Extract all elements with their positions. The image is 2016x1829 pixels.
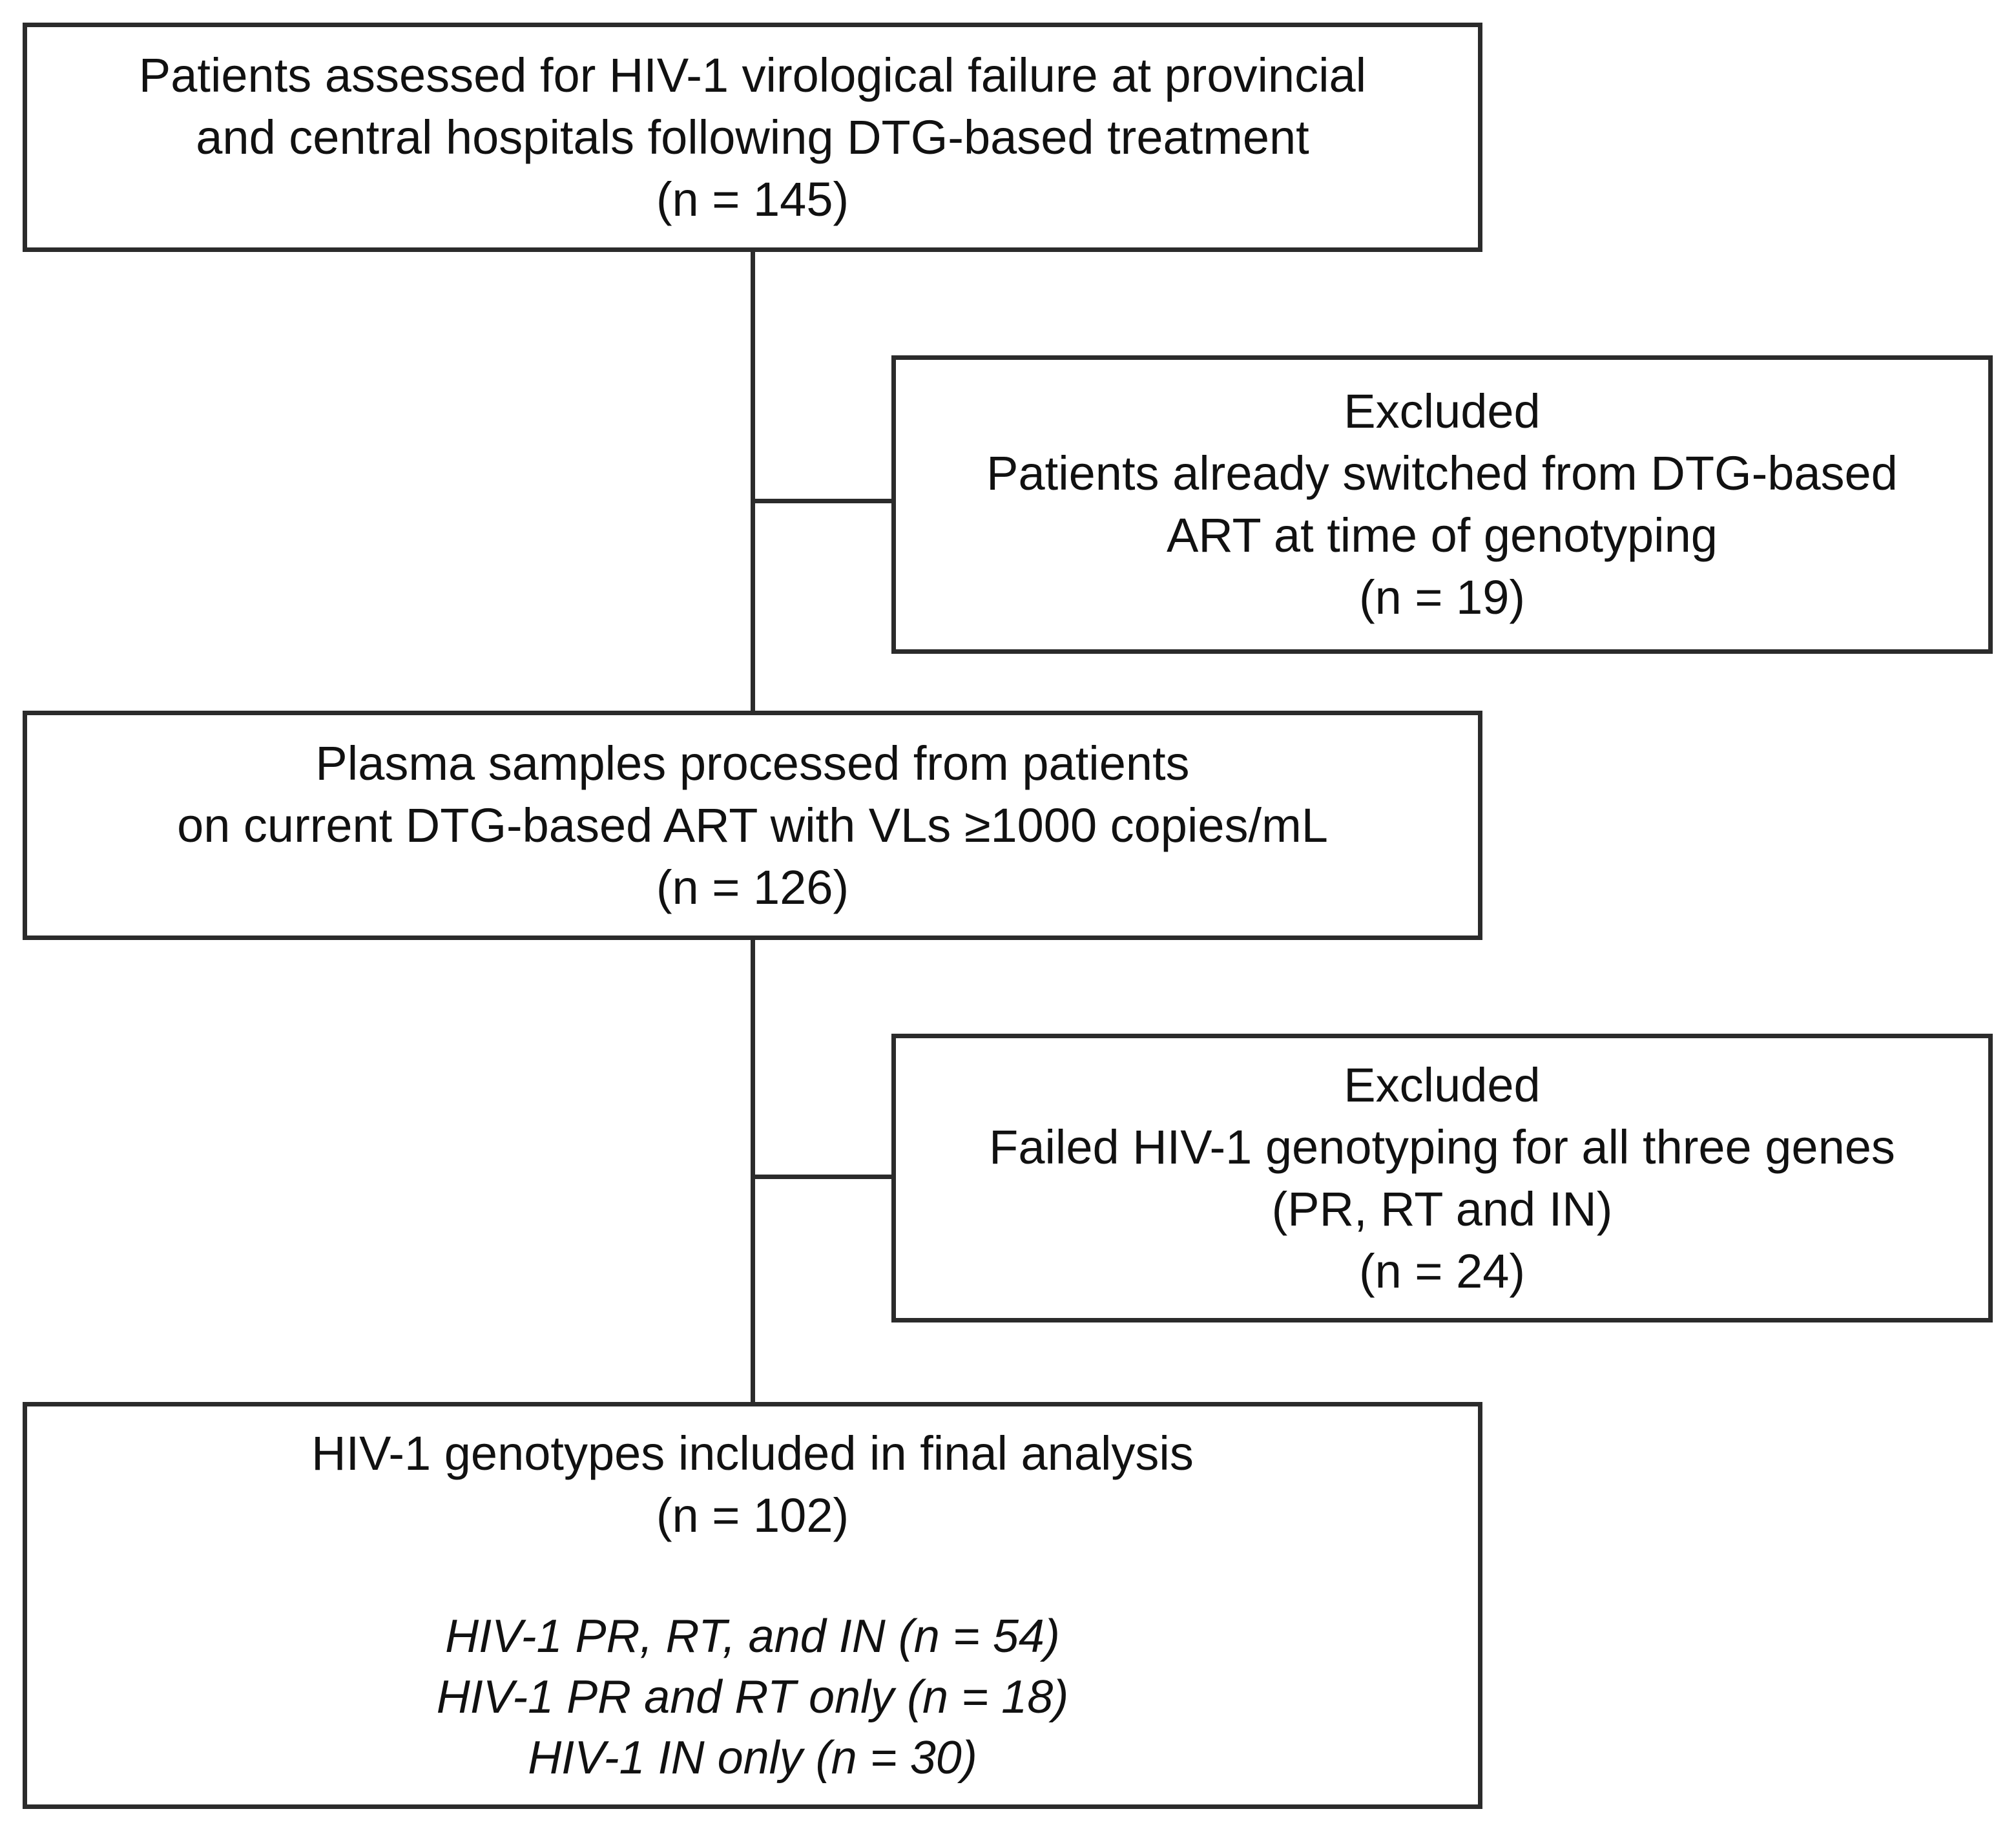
box-text-line: (PR, RT and IN) bbox=[1271, 1182, 1613, 1236]
box-header-line: Excluded bbox=[1344, 1058, 1541, 1112]
connector-branch-excluded-switched bbox=[753, 499, 893, 503]
box-final-analysis: HIV-1 genotypes included in final analys… bbox=[23, 1402, 1482, 1809]
breakdown-line: HIV-1 IN only (n = 30) bbox=[528, 1732, 977, 1784]
box-text-line: Plasma samples processed from patients bbox=[315, 736, 1190, 790]
box-text-line: Failed HIV-1 genotyping for all three ge… bbox=[989, 1120, 1895, 1174]
box-text-line: on current DTG-based ART with VLs ≥1000 … bbox=[177, 798, 1328, 852]
box-text-line: Patients already switched from DTG-based bbox=[986, 446, 1898, 500]
box-excluded-failed: Excluded Failed HIV-1 genotyping for all… bbox=[891, 1034, 1993, 1322]
breakdown-line: HIV-1 PR and RT only (n = 18) bbox=[436, 1671, 1069, 1723]
box-count-line: (n = 19) bbox=[1358, 570, 1526, 624]
box-count-line: (n = 24) bbox=[1358, 1244, 1526, 1298]
box-text-line: HIV-1 genotypes included in final analys… bbox=[311, 1427, 1194, 1480]
box-text-line: and central hospitals following DTG-base… bbox=[196, 110, 1309, 164]
box-count-line: (n = 145) bbox=[656, 172, 849, 226]
connector-plasma-to-final bbox=[751, 937, 755, 1405]
connector-branch-excluded-failed bbox=[753, 1175, 893, 1179]
breakdown-line: HIV-1 PR, RT, and IN (n = 54) bbox=[445, 1611, 1060, 1662]
box-assessed: Patients assessed for HIV-1 virological … bbox=[23, 23, 1482, 252]
box-excluded-switched: Excluded Patients already switched from … bbox=[891, 355, 1993, 654]
box-text-line: Patients assessed for HIV-1 virological … bbox=[138, 48, 1367, 102]
box-text-line: ART at time of genotyping bbox=[1167, 508, 1718, 562]
box-header-line: Excluded bbox=[1344, 384, 1541, 438]
box-count-line: (n = 102) bbox=[656, 1489, 849, 1542]
box-count-line: (n = 126) bbox=[656, 860, 849, 914]
connector-assessed-to-plasma bbox=[751, 249, 755, 714]
box-plasma: Plasma samples processed from patients o… bbox=[23, 711, 1482, 940]
